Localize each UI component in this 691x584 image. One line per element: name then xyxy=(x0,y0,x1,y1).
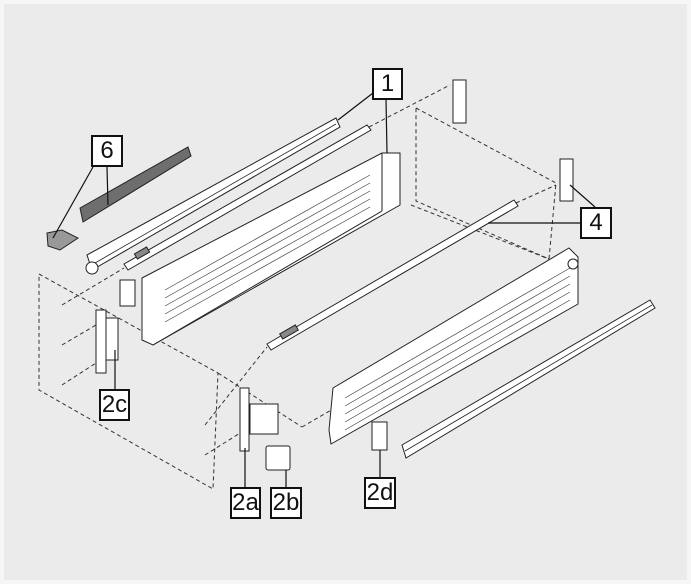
screw-axis-3 xyxy=(61,362,97,386)
leader-1a xyxy=(385,98,388,154)
label-part-6: 6 xyxy=(91,135,123,167)
clip-2d xyxy=(371,421,388,451)
bottom-outline xyxy=(410,204,550,260)
leader-6b xyxy=(52,166,94,239)
label-part-2d: 2d xyxy=(364,477,396,509)
leader-1b xyxy=(337,92,374,121)
rear-bracket-right xyxy=(559,158,574,202)
label-part-2a: 2a xyxy=(230,487,261,519)
rod-axis-lower xyxy=(515,184,557,204)
leader-4b xyxy=(569,184,596,208)
rod-axis-upper xyxy=(368,84,451,128)
back-panel-outline xyxy=(415,107,557,260)
leader-6a xyxy=(106,166,109,206)
right-runner xyxy=(401,299,656,459)
label-part-2c: 2c xyxy=(99,389,130,421)
damper-bracket xyxy=(46,229,79,251)
label-part-4: 4 xyxy=(580,207,612,239)
screw-axis-2 xyxy=(61,324,97,346)
rear-rod-lower xyxy=(266,199,519,351)
rear-rod-upper xyxy=(123,124,372,271)
left-end-cap xyxy=(119,279,136,307)
screw-axis-1 xyxy=(61,267,125,306)
label-part-1: 1 xyxy=(372,68,403,100)
front-panel-edge xyxy=(217,372,303,428)
cover-cap-2b xyxy=(265,445,291,471)
front-bracket-2c xyxy=(95,309,107,374)
screw-axis-4 xyxy=(204,346,268,426)
rear-bracket-left xyxy=(452,79,467,124)
screw-axis-5 xyxy=(204,429,246,456)
label-part-2b: 2b xyxy=(270,487,302,519)
front-bracket-2a xyxy=(239,387,250,452)
